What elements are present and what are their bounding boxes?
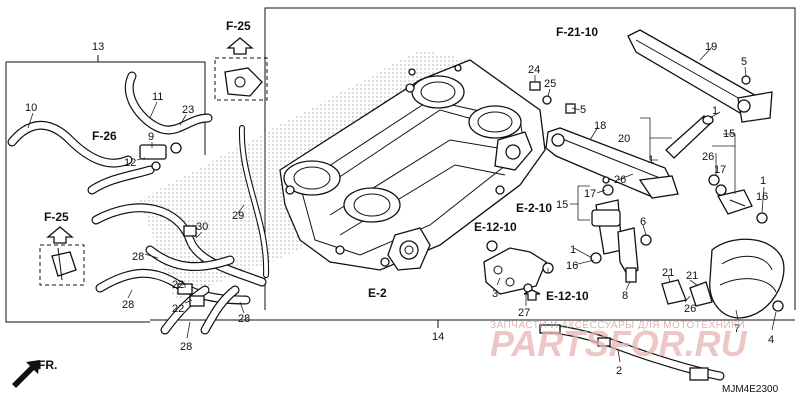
- ref-f25-top: F-25: [226, 19, 251, 33]
- callout-14: 14: [432, 331, 444, 343]
- ref-e2: E-2: [368, 286, 387, 300]
- throttle-bore-3: [283, 160, 341, 196]
- callout-20: 20: [618, 133, 630, 145]
- callout-2: 2: [616, 365, 622, 377]
- sensor-wire-harness: [539, 324, 725, 381]
- sensor-view-left: [39, 244, 85, 286]
- watermark-subtitle: ЗАПЧАСТИ И АКСЕССУАРЫ ДЛЯ МОТОТЕХНИКИ: [490, 320, 745, 331]
- callout-19: 19: [705, 41, 717, 53]
- callout-16-a: 16: [756, 191, 768, 203]
- callout-22-b: 22: [172, 303, 184, 315]
- callout-25: 25: [544, 78, 556, 90]
- ref-arrow-f25-left: [46, 226, 74, 244]
- callout-1-b: 1: [712, 105, 718, 117]
- callout-12: 12: [124, 157, 136, 169]
- watermark-text: PARTSFOR.RU: [490, 323, 748, 364]
- leader-lines: [27, 46, 777, 363]
- breather-hoses-upper: [7, 71, 213, 195]
- fuel-rail-upper: [627, 29, 773, 123]
- sensor-view-top: [214, 57, 268, 101]
- callout-26-b: 26: [614, 174, 626, 186]
- front-direction-arrow: FR.: [12, 358, 57, 388]
- ref-arrow-e12-10: [523, 289, 541, 301]
- callout-24: 24: [528, 64, 540, 76]
- callout-9: 9: [148, 131, 154, 143]
- callout-26-a: 26: [702, 151, 714, 163]
- watermark: ЗАПЧАСТИ И АКСЕССУАРЫ ДЛЯ МОТОТЕХНИКИ PA…: [490, 320, 748, 364]
- callout-27: 27: [518, 307, 530, 319]
- callout-15-b: 15: [556, 199, 568, 211]
- fuel-pipe: [665, 115, 714, 159]
- callout-26-c: 26: [684, 303, 696, 315]
- fuel-rail-lower: [545, 127, 679, 199]
- callout-10: 10: [25, 102, 37, 114]
- callout-30: 30: [196, 221, 208, 233]
- callout-21-a: 21: [662, 267, 674, 279]
- throttle-sensor: [483, 240, 554, 295]
- cover-7: [709, 238, 785, 319]
- callout-28-a: 28: [132, 251, 144, 263]
- callout-29: 29: [232, 210, 244, 222]
- callout-3: 3: [492, 288, 498, 300]
- callout-11: 11: [152, 91, 163, 103]
- sensor-clips: [661, 279, 713, 307]
- ref-arrow-f25-top: [226, 37, 254, 55]
- injector-right: [708, 174, 768, 224]
- callout-15-a: 15: [723, 128, 735, 140]
- ref-f21-10: F-21-10: [556, 25, 598, 39]
- callout-1-c: 1: [760, 175, 766, 187]
- callout-8: 8: [622, 290, 628, 302]
- throttle-bore-2: [468, 105, 522, 139]
- front-label: FR.: [38, 358, 57, 372]
- long-hose-29: [238, 125, 270, 278]
- callout-7: 7: [734, 323, 740, 335]
- callout-5-b: 5: [741, 56, 747, 68]
- callout-5-a: 5: [580, 104, 586, 116]
- throttle-bore-1: [411, 75, 465, 109]
- ref-e12-10-a: E-12-10: [474, 220, 517, 234]
- ref-f26: F-26: [92, 129, 117, 143]
- throttle-shaft-sensor: [494, 131, 533, 171]
- sensor-bracket: [617, 227, 639, 283]
- callout-22-a: 22: [172, 279, 184, 291]
- callout-1-d: 1: [570, 244, 576, 256]
- callout-28-c: 28: [180, 341, 192, 353]
- callout-13: 13: [92, 41, 104, 53]
- bolt-6: [640, 234, 652, 246]
- ref-e2-10: E-2-10: [516, 201, 552, 215]
- callout-21-b: 21: [686, 270, 698, 282]
- callout-16-b: 16: [566, 260, 578, 272]
- callout-18: 18: [594, 120, 606, 132]
- ref-f25-left: F-25: [44, 210, 69, 224]
- breather-hoses-lower: [91, 203, 267, 335]
- callout-28-d: 28: [238, 313, 250, 325]
- callout-23: 23: [182, 104, 194, 116]
- callout-4: 4: [768, 334, 774, 346]
- callout-17-a: 17: [714, 164, 726, 176]
- callout-6: 6: [640, 216, 646, 228]
- callout-17-b: 17: [584, 188, 596, 200]
- throttle-bore-4: [343, 187, 401, 223]
- callout-1-a: 1: [648, 154, 654, 166]
- throttle-linkage: [387, 227, 431, 271]
- throttle-body-assembly: [279, 59, 546, 271]
- ref-e12-10-b: E-12-10: [546, 289, 589, 303]
- callout-28-b: 28: [122, 299, 134, 311]
- diagram-code: MJM4E2300: [722, 384, 779, 395]
